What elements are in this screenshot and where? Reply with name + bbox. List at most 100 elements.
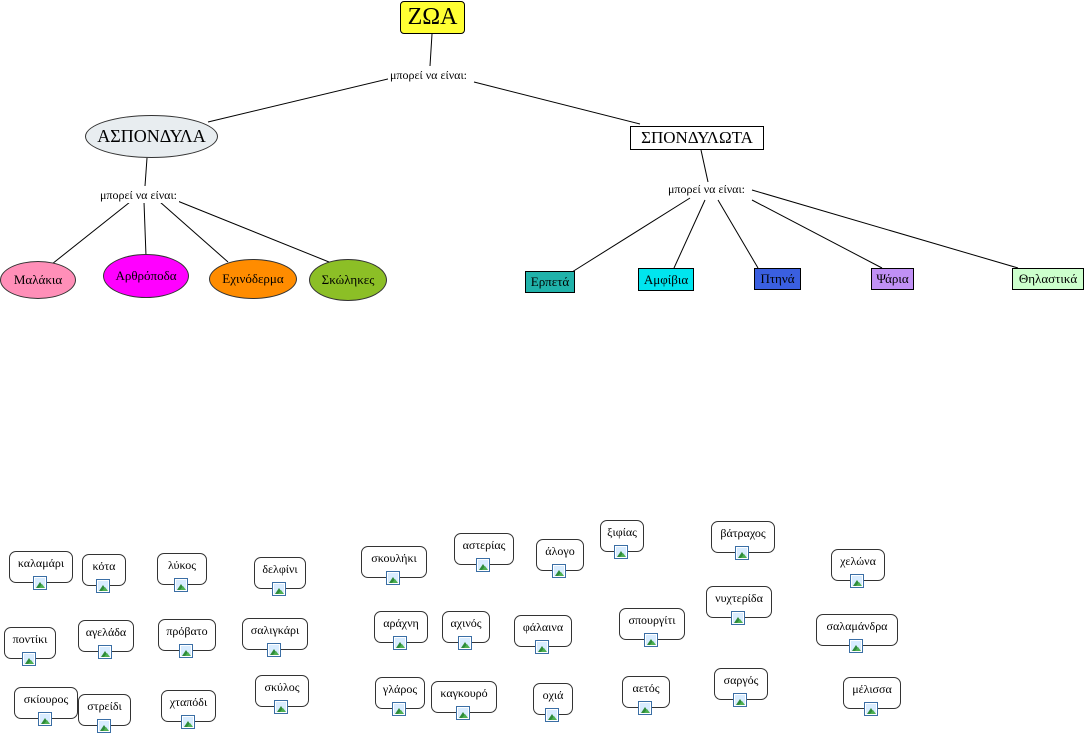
- image-icon[interactable]: [22, 652, 36, 666]
- animal-label: πρόβατο: [166, 624, 208, 638]
- animal-label: αετός: [632, 681, 660, 695]
- image-icon[interactable]: [864, 702, 878, 716]
- group-fish[interactable]: Ψάρια: [871, 268, 914, 290]
- linking-phrase-vertebrates: μπορεί να είναι:: [666, 182, 748, 197]
- group-echinoderms[interactable]: Εχινόδερμα: [209, 259, 297, 299]
- animal-card[interactable]: σαλιγκάρι: [242, 618, 308, 657]
- image-icon[interactable]: [476, 558, 490, 572]
- animal-label: μέλισσα: [852, 682, 892, 696]
- image-icon[interactable]: [179, 644, 193, 658]
- animal-card[interactable]: σαργός: [714, 668, 768, 707]
- image-icon[interactable]: [98, 645, 112, 659]
- animal-card[interactable]: αετός: [622, 676, 670, 715]
- group-birds[interactable]: Πτηνά: [754, 268, 801, 290]
- animal-card[interactable]: ποντίκι: [4, 627, 56, 666]
- image-icon[interactable]: [850, 574, 864, 588]
- invertebrates-label: ΑΣΠΟΝΔΥΛΑ: [97, 126, 206, 146]
- group-reptiles[interactable]: Ερπετά: [525, 271, 575, 293]
- animal-label: καλαμάρι: [17, 556, 65, 570]
- animal-card[interactable]: μέλισσα: [843, 677, 901, 716]
- animal-label: σαλαμάνδρα: [826, 619, 888, 633]
- animal-label: λύκος: [167, 558, 197, 572]
- animal-card[interactable]: οχιά: [533, 683, 573, 722]
- invertebrates-node[interactable]: ΑΣΠΟΝΔΥΛΑ: [85, 115, 218, 158]
- animal-card[interactable]: καλαμάρι: [9, 551, 73, 590]
- image-icon[interactable]: [174, 578, 188, 592]
- animal-card[interactable]: βάτραχος: [711, 521, 775, 560]
- animal-card[interactable]: αράχνη: [374, 611, 428, 650]
- image-icon[interactable]: [849, 639, 863, 653]
- root-node[interactable]: ΖΩΑ: [400, 1, 465, 34]
- animal-label: οχιά: [542, 688, 564, 702]
- image-icon[interactable]: [638, 701, 652, 715]
- image-icon[interactable]: [392, 702, 406, 716]
- vertebrates-node[interactable]: ΣΠΟΝΔΥΛΩΤΑ: [630, 126, 764, 150]
- image-icon[interactable]: [393, 636, 407, 650]
- image-icon[interactable]: [96, 579, 110, 593]
- image-icon[interactable]: [731, 611, 745, 625]
- animal-card[interactable]: κότα: [82, 554, 126, 593]
- animal-label: χελώνα: [840, 554, 876, 568]
- image-icon[interactable]: [644, 633, 658, 647]
- image-icon[interactable]: [614, 545, 628, 559]
- image-icon[interactable]: [733, 693, 747, 707]
- group-worms[interactable]: Σκώληκες: [309, 259, 387, 301]
- animal-card[interactable]: χελώνα: [831, 549, 885, 588]
- animal-card[interactable]: καγκουρό: [431, 681, 497, 720]
- animal-card[interactable]: άλογο: [536, 539, 584, 578]
- linking-phrase-root: μπορεί να είναι:: [388, 68, 470, 83]
- animal-label: αστερίας: [462, 538, 506, 552]
- image-icon[interactable]: [386, 571, 400, 585]
- animal-label: νυχτερίδα: [715, 591, 763, 605]
- animal-label: κότα: [92, 559, 116, 573]
- animal-label: σαλιγκάρι: [250, 623, 300, 637]
- image-icon[interactable]: [552, 564, 566, 578]
- image-icon[interactable]: [274, 700, 288, 714]
- group-amphibians[interactable]: Αμφίβια: [638, 268, 694, 291]
- group-label: Ψάρια: [876, 271, 909, 286]
- group-label: Σκώληκες: [321, 272, 375, 287]
- animal-card[interactable]: σκίουρος: [14, 687, 78, 726]
- animal-card[interactable]: λύκος: [157, 553, 207, 592]
- image-icon[interactable]: [180, 715, 195, 729]
- image-icon[interactable]: [456, 706, 470, 720]
- animal-label: αράχνη: [383, 616, 419, 630]
- animal-card[interactable]: σκουλήκι: [361, 546, 427, 585]
- animal-card[interactable]: ξιφίας: [600, 520, 644, 559]
- animal-label: αχινός: [450, 616, 482, 630]
- linking-phrase-invertebrates: μπορεί να είναι:: [98, 188, 180, 203]
- animal-label: σκουλήκι: [371, 551, 417, 565]
- animal-card[interactable]: δελφίνι: [254, 557, 306, 596]
- image-icon[interactable]: [38, 712, 52, 726]
- animal-card[interactable]: σπουργίτι: [619, 608, 685, 647]
- animal-card[interactable]: νυχτερίδα: [706, 586, 772, 625]
- animal-card[interactable]: πρόβατο: [158, 619, 216, 658]
- group-label: Θηλαστικά: [1018, 271, 1078, 286]
- image-icon[interactable]: [458, 636, 472, 650]
- animal-card[interactable]: φάλαινα: [514, 615, 572, 654]
- group-arthropods[interactable]: Αρθρόποδα: [103, 254, 189, 298]
- image-icon[interactable]: [267, 643, 281, 657]
- animal-card[interactable]: αχινός: [442, 611, 490, 650]
- image-icon[interactable]: [545, 708, 559, 722]
- animal-label: δελφίνι: [262, 562, 298, 576]
- image-icon[interactable]: [96, 719, 111, 733]
- animal-card[interactable]: χταπόδι: [161, 690, 216, 729]
- image-icon[interactable]: [33, 576, 47, 590]
- animal-card[interactable]: αστερίας: [454, 533, 514, 572]
- root-label: ΖΩΑ: [407, 4, 458, 30]
- image-icon[interactable]: [272, 582, 286, 596]
- animal-card[interactable]: σαλαμάνδρα: [816, 614, 898, 653]
- animal-card[interactable]: στρείδι: [78, 694, 131, 733]
- animal-label: γλάρος: [382, 682, 418, 696]
- animal-card[interactable]: σκύλος: [255, 675, 309, 714]
- animal-card[interactable]: αγελάδα: [78, 620, 134, 659]
- group-mammals[interactable]: Θηλαστικά: [1012, 268, 1084, 290]
- animal-label: στρείδι: [87, 699, 122, 713]
- image-icon[interactable]: [735, 546, 749, 560]
- group-label: Αμφίβια: [643, 271, 689, 287]
- animal-card[interactable]: γλάρος: [375, 677, 425, 716]
- group-molluscs[interactable]: Μαλάκια: [0, 261, 76, 299]
- image-icon[interactable]: [535, 640, 549, 654]
